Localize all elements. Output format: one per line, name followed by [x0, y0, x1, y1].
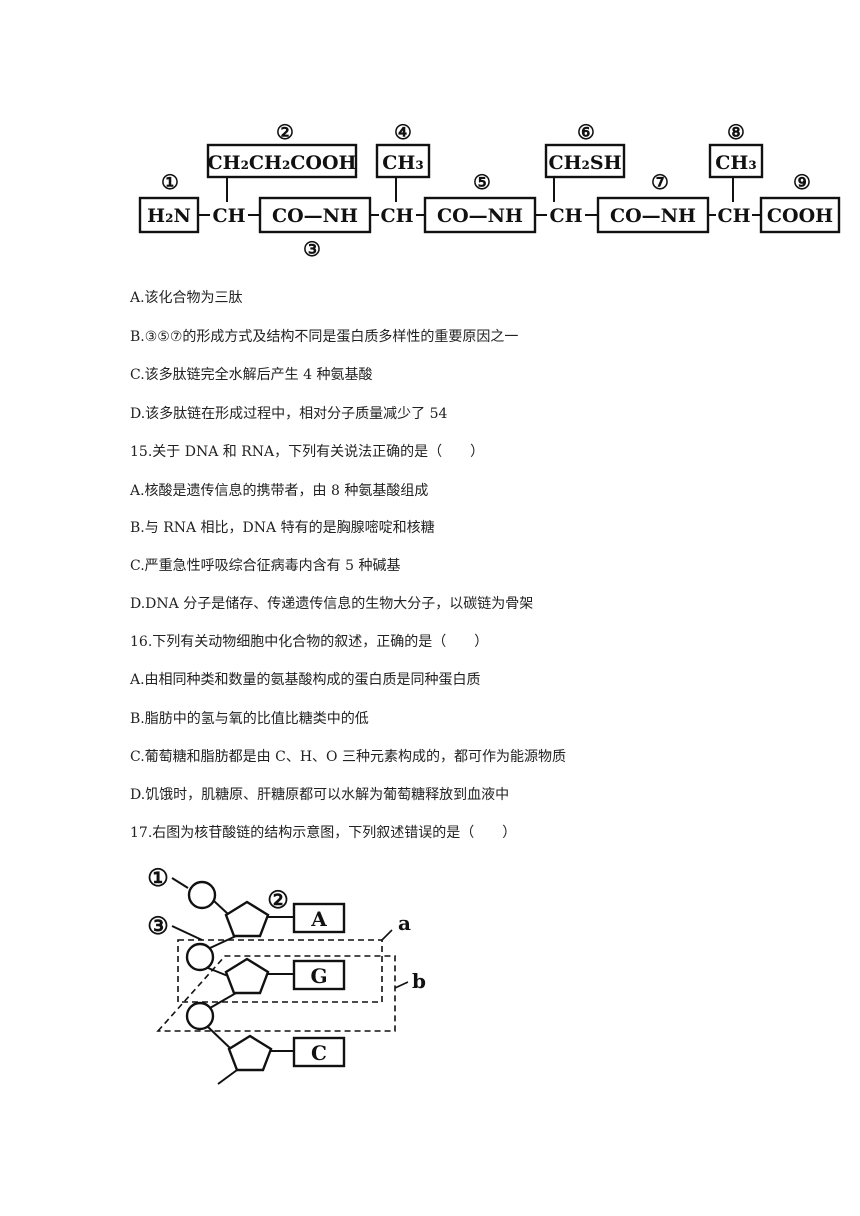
base-1: A [310, 907, 327, 931]
r-group-2: CH₃ [382, 152, 423, 174]
region-b-label: b [412, 969, 426, 993]
q16-stem: 16.下列有关动物细胞中化合物的叙述，正确的是（ ） [130, 634, 489, 650]
q16-option-b: B.脂肪中的氢与氧的比值比糖类中的低 [130, 711, 369, 727]
r-group-box-1 [206, 143, 358, 179]
q14-option-a: A.该化合物为三肽 [130, 290, 243, 306]
base-2: G [310, 964, 327, 988]
q16-option-d: D.饥饿时，肌糖原、肝糖原都可以水解为葡萄糖释放到血液中 [130, 787, 510, 803]
q14-option-c: C.该多肽链完全水解后产生 4 种氨基酸 [130, 367, 373, 383]
q15-option-d: D.DNA 分子是储存、传递遗传信息的生物大分子，以碳链为骨架 [130, 596, 534, 612]
r-group-box-3 [544, 143, 626, 179]
region-a-label: a [398, 911, 411, 935]
marker-5: ⑤ [473, 170, 491, 194]
alpha-carbon-4: CH [717, 205, 750, 227]
phosphate-3 [185, 1001, 215, 1031]
r-group-4: CH₃ [715, 152, 756, 174]
pentose-1 [224, 900, 270, 938]
base-box-3 [292, 1036, 346, 1068]
marker-1: ① [147, 863, 169, 892]
marker-7: ⑦ [651, 170, 669, 194]
peptide-structure-diagram: ① ② ③ ④ ⑤ ⑥ ⑦ ⑧ ⑨ CH₂CH₂COOH CH₃ CH₂SH C… [138, 120, 841, 261]
phosphate-1 [187, 880, 217, 910]
phosphate-2 [185, 942, 215, 972]
peptide-bond-2: CO—NH [437, 205, 523, 227]
marker-8: ⑧ [727, 120, 745, 144]
r-group-1: CH₂CH₂COOH [208, 152, 357, 174]
q15-option-c: C.严重急性呼吸综合征病毒内含有 5 种碱基 [130, 558, 401, 574]
q17-stem: 17.右图为核苷酸链的结构示意图，下列叙述错误的是（ ） [130, 825, 517, 841]
region-b-box [156, 955, 396, 1032]
region-a-box [177, 939, 383, 1003]
marker-2: ② [267, 885, 289, 914]
marker-4: ④ [394, 120, 412, 144]
q15-option-b: B.与 RNA 相比，DNA 特有的是胸腺嘧啶和核糖 [130, 520, 435, 536]
base-box-2 [292, 959, 346, 991]
nucleotide-chain-diagram: ① ② ③ A G C a b [147, 863, 426, 1085]
q14-option-d: D.该多肽链在形成过程中，相对分子质量减少了 54 [130, 406, 448, 422]
marker-9: ⑨ [793, 170, 811, 194]
pentose-2 [224, 957, 270, 995]
base-3: C [311, 1041, 327, 1065]
marker-1: ① [161, 170, 179, 194]
q14-option-b: B.③⑤⑦的形成方式及结构不同是蛋白质多样性的重要原因之一 [130, 329, 519, 345]
q16-option-a: A.由相同种类和数量的氨基酸构成的蛋白质是同种蛋白质 [130, 672, 481, 688]
alpha-carbon-3: CH [549, 205, 582, 227]
q16-option-c: C.葡萄糖和脂肪都是由 C、H、O 三种元素构成的，都可作为能源物质 [130, 749, 566, 765]
alpha-carbon-2: CH [380, 205, 413, 227]
marker-6: ⑥ [577, 120, 595, 144]
r-group-3: CH₂SH [548, 152, 621, 174]
alpha-carbon-1: CH [212, 205, 245, 227]
q15-stem: 15.关于 DNA 和 RNA，下列有关说法正确的是（ ） [130, 444, 485, 460]
peptide-bond-3: CO—NH [610, 205, 696, 227]
pentose-3 [227, 1034, 273, 1072]
q15-option-a: A.核酸是遗传信息的携带者，由 8 种氨基酸组成 [130, 483, 429, 499]
amino-group: H₂N [147, 205, 191, 227]
carboxyl-group: COOH [767, 205, 833, 227]
base-box-1 [292, 902, 346, 934]
marker-3: ③ [303, 237, 321, 261]
r-group-box-2 [375, 143, 431, 179]
marker-3: ③ [147, 911, 169, 940]
r-group-box-4 [708, 143, 764, 179]
marker-2: ② [276, 120, 294, 144]
peptide-bond-1: CO—NH [272, 205, 358, 227]
